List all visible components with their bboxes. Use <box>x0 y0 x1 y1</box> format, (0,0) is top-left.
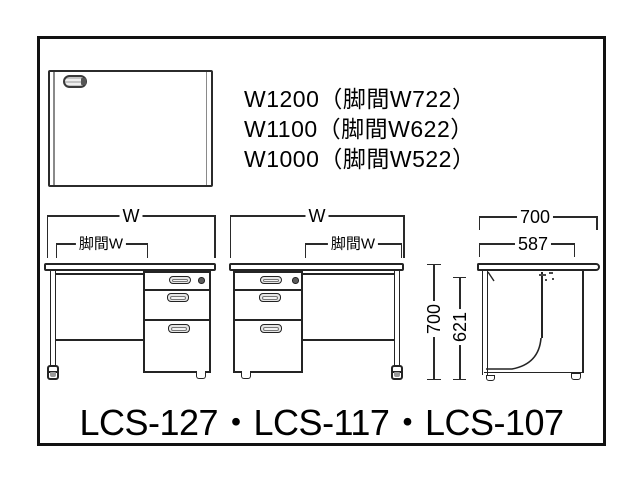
side-depth587-tick-left <box>478 243 480 257</box>
desk2-drawer-divider <box>235 319 301 321</box>
desk2-desktop <box>229 263 404 271</box>
desk1-drawer-divider <box>145 319 209 321</box>
side-depth700-tick-left <box>478 216 480 230</box>
size-option-line: W1100（脚間W622） <box>244 116 474 142</box>
side-view-hidden-line-mark <box>549 272 553 274</box>
side-depth587-label: 587 <box>514 235 552 253</box>
desk1-drawer1-handle <box>169 276 191 284</box>
desk2-lock-cylinder <box>292 277 299 284</box>
side-height700-label: 700 <box>424 300 444 338</box>
desk2-legspan-label: 脚間W <box>327 236 379 252</box>
desk-top-view <box>48 70 213 187</box>
desk2-legspan-dim-tick-right <box>400 243 402 258</box>
desk1-width-label: W <box>119 207 143 225</box>
side-height621-label: 621 <box>450 308 470 346</box>
desk2-drawer1-handle <box>260 276 282 284</box>
cable-grommet <box>63 75 87 88</box>
desk1-width-dim-tick-left <box>46 215 48 258</box>
desk1-left-leg-foot <box>47 365 59 380</box>
diagram-border <box>37 36 606 446</box>
side-view-front-edge <box>582 271 584 373</box>
desk1-width-dim-tick-right <box>214 215 216 258</box>
side-depth700-tick-right <box>596 216 598 230</box>
desk1-drawer-divider <box>145 289 209 291</box>
desk1-back-panel-edge <box>55 339 143 341</box>
side-view-inner-panel-line <box>541 272 543 338</box>
side-view-undertop-bracket <box>487 271 495 282</box>
top-view-right-edge-line <box>205 72 207 185</box>
side-view-back-edge <box>482 271 488 375</box>
desk2-right-leg <box>394 271 400 365</box>
side-depth700-label: 700 <box>516 208 554 226</box>
side-view-back-foot <box>486 374 495 381</box>
side-height700-tick-top <box>427 263 441 265</box>
desk1-legspan-label: 脚間W <box>75 236 127 252</box>
desk2-legspan-dim-tick-left <box>304 243 306 258</box>
top-view-left-edge-line <box>53 72 55 185</box>
desk1-legspan-dim-tick-right <box>146 243 148 258</box>
desk2-pedestal-caster <box>241 371 251 379</box>
desk1-drawer-pedestal <box>143 271 211 379</box>
desk2-width-dim-tick-left <box>229 215 231 258</box>
side-height621-tick-bottom <box>453 378 466 380</box>
desk1-drawer2-handle <box>167 293 189 302</box>
desk2-drawer2-handle <box>259 293 281 302</box>
desk1-pedestal-caster <box>196 371 206 379</box>
side-view-hidden-line-mark <box>552 278 554 280</box>
desk2-drawer-pedestal <box>233 271 303 379</box>
desk1-lock-cylinder <box>198 277 205 284</box>
side-view-hidden-line-mark <box>539 274 546 276</box>
desk1-left-leg <box>50 271 56 365</box>
desk1-drawer3-handle <box>168 324 190 333</box>
desk2-undertop-rail <box>303 273 394 275</box>
side-depth587-tick-right <box>573 243 575 257</box>
desk1-undertop-rail <box>55 273 143 275</box>
size-option-line: W1000（脚間W522） <box>244 146 476 172</box>
side-view-front-foot <box>571 372 581 380</box>
model-numbers-title: LCS-127・LCS-117・LCS-107 <box>79 402 564 443</box>
size-option-line: W1200（脚間W722） <box>244 86 476 112</box>
desk2-drawer-divider <box>235 289 301 291</box>
desk1-desktop <box>44 263 216 271</box>
desk1-legspan-dim-tick-left <box>55 243 57 258</box>
desk2-drawer3-handle <box>260 324 282 333</box>
desk2-width-label: W <box>305 207 329 225</box>
side-view-desktop <box>477 263 600 271</box>
desk2-right-leg-foot <box>391 365 403 380</box>
side-view-kick-plate-curve <box>486 337 542 370</box>
grommet-cap <box>81 78 86 85</box>
side-view-bottom-edge <box>484 371 583 373</box>
desk2-back-panel-edge <box>303 339 394 341</box>
side-height621-tick-top <box>453 276 466 278</box>
side-view-hidden-line-mark <box>545 279 547 281</box>
desk2-width-dim-tick-right <box>403 215 405 258</box>
size-options-text: W1200（脚間W722） W1100（脚間W622） W1000（脚間W522… <box>244 84 475 174</box>
side-height700-tick-bottom <box>427 378 441 380</box>
